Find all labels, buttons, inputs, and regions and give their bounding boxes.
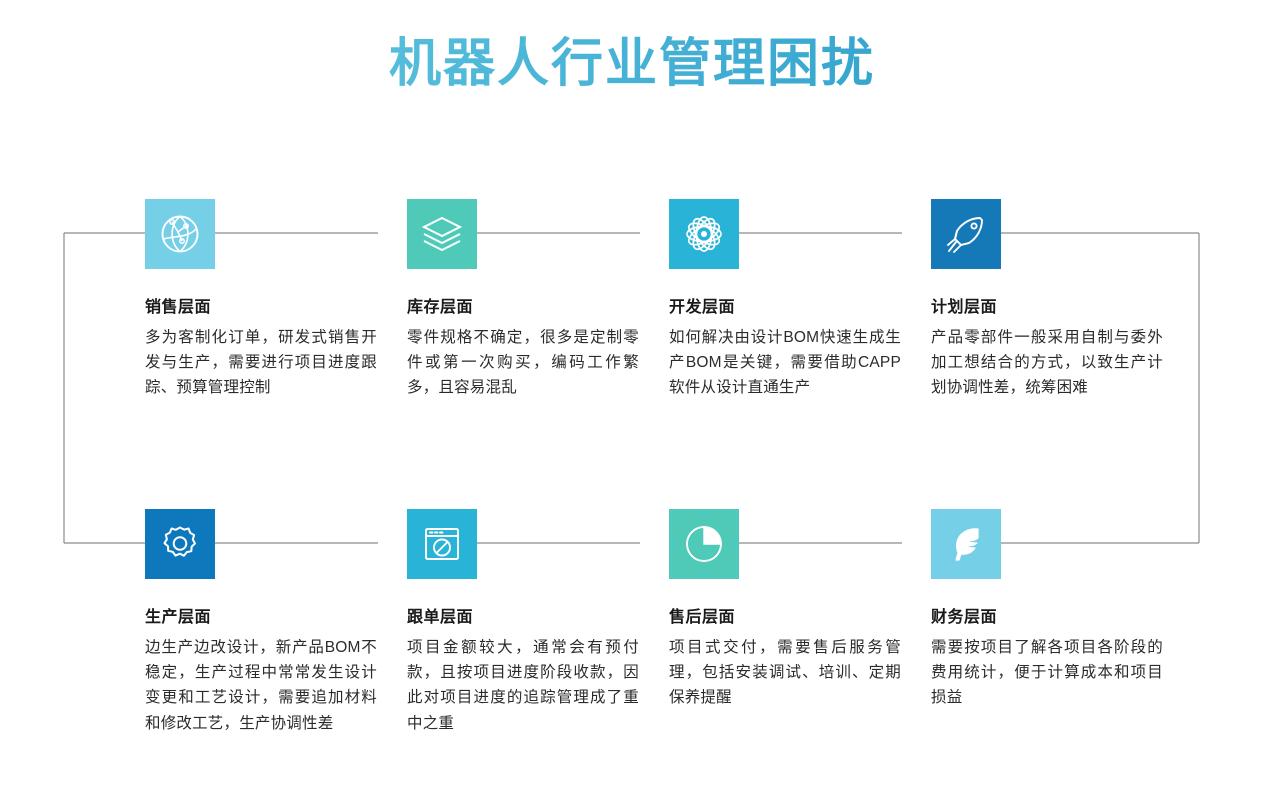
icon-tile-finance: [931, 509, 1001, 579]
icon-tile-after-sales: [669, 509, 739, 579]
card-planning: 计划层面 产品零部件一般采用自制与委外加工想结合的方式，以致生产计划协调性差，统…: [931, 199, 1193, 401]
card-title-sales: 销售层面: [145, 299, 212, 316]
card-desc-order-tracking: 项目金额较大，通常会有预付款，且按项目进度阶段收款，因此对项目进度的追踪管理成了…: [407, 639, 639, 732]
card-title-development: 开发层面: [669, 299, 736, 316]
card-row-top: 销售层面 多为客制化订单，研发式销售开发与生产，需要进行项目进度跟踪、预算管理控…: [0, 199, 1264, 401]
card-title-finance: 财务层面: [931, 609, 998, 626]
card-row-bottom: 生产层面 边生产边改设计，新产品BOM不稳定，生产过程中常常发生设计变更和工艺设…: [0, 509, 1264, 736]
card-desc-planning: 产品零部件一般采用自制与委外加工想结合的方式，以致生产计划协调性差，统筹困难: [931, 329, 1163, 397]
card-sales: 销售层面 多为客制化订单，研发式销售开发与生产，需要进行项目进度跟踪、预算管理控…: [145, 199, 407, 401]
card-inventory: 库存层面 零件规格不确定，很多是定制零件或第一次购买，编码工作繁多，且容易混乱: [407, 199, 669, 401]
card-desc-inventory: 零件规格不确定，很多是定制零件或第一次购买，编码工作繁多，且容易混乱: [407, 329, 639, 397]
layers-stack-icon: [421, 216, 463, 252]
icon-tile-sales: [145, 199, 215, 269]
icon-tile-production: [145, 509, 215, 579]
card-finance: 财务层面 需要按项目了解各项目各阶段的费用统计，便于计算成本和项目损益: [931, 509, 1193, 736]
card-title-planning: 计划层面: [931, 299, 998, 316]
card-production: 生产层面 边生产边改设计，新产品BOM不稳定，生产过程中常常发生设计变更和工艺设…: [145, 509, 407, 736]
card-desc-production: 边生产边改设计，新产品BOM不稳定，生产过程中常常发生设计变更和工艺设计，需要追…: [145, 639, 377, 732]
rocket-icon: [947, 217, 983, 253]
icon-tile-inventory: [407, 199, 477, 269]
browser-compass-icon: [425, 528, 459, 560]
card-order-tracking: 跟单层面 项目金额较大，通常会有预付款，且按项目进度阶段收款，因此对项目进度的追…: [407, 509, 669, 736]
pie-chart-icon: [686, 526, 722, 562]
atom-icon: [686, 216, 722, 252]
gear-icon: [163, 526, 196, 557]
card-after-sales: 售后层面 项目式交付，需要售后服务管理，包括安装调试、培训、定期保养提醒: [669, 509, 931, 736]
card-desc-after-sales: 项目式交付，需要售后服务管理，包括安装调试、培训、定期保养提醒: [669, 639, 901, 707]
card-title-order-tracking: 跟单层面: [407, 609, 474, 626]
card-title-inventory: 库存层面: [407, 299, 474, 316]
icon-tile-planning: [931, 199, 1001, 269]
icon-tile-order-tracking: [407, 509, 477, 579]
feather-icon: [955, 528, 979, 561]
card-desc-sales: 多为客制化订单，研发式销售开发与生产，需要进行项目进度跟踪、预算管理控制: [145, 329, 377, 397]
page-title: 机器人行业管理困扰: [0, 35, 1264, 93]
card-title-production: 生产层面: [145, 609, 212, 626]
card-title-after-sales: 售后层面: [669, 609, 736, 626]
card-desc-finance: 需要按项目了解各项目各阶段的费用统计，便于计算成本和项目损益: [931, 639, 1163, 707]
globe-network-icon: [161, 215, 199, 253]
icon-tile-development: [669, 199, 739, 269]
card-desc-development: 如何解决由设计BOM快速生成生产BOM是关键，需要借助CAPP软件从设计直通生产: [669, 329, 901, 397]
card-development: 开发层面 如何解决由设计BOM快速生成生产BOM是关键，需要借助CAPP软件从设…: [669, 199, 931, 401]
